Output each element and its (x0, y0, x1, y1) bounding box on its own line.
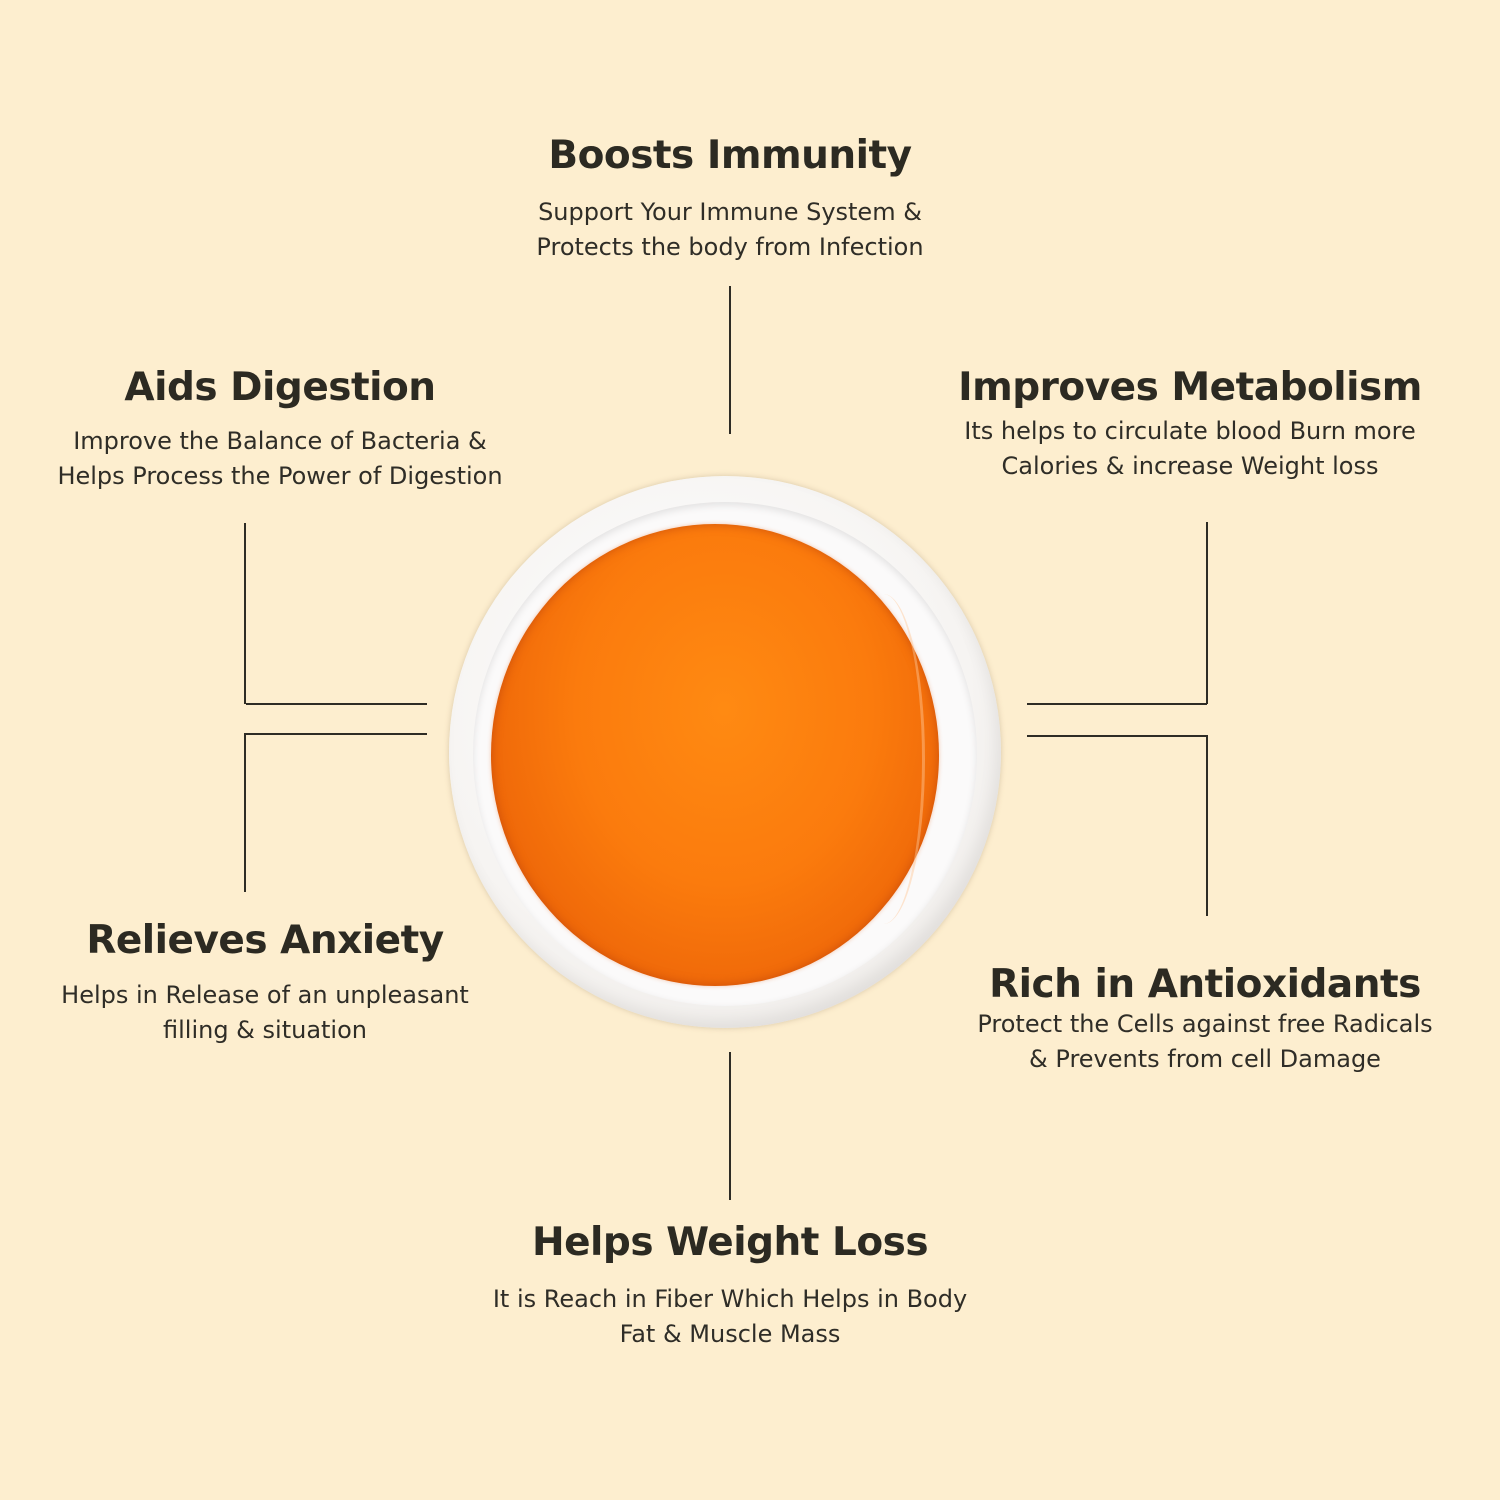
cup-inner-rim (473, 502, 977, 1006)
benefit-improves-metabolism: Improves Metabolism Its helps to circula… (940, 365, 1440, 484)
benefit-description: Protect the Cells against free Radicals … (977, 1010, 1433, 1073)
tea-liquid (491, 524, 939, 986)
benefit-aids-digestion: Aids Digestion Improve the Balance of Ba… (20, 365, 540, 494)
benefit-description: Support Your Immune System & Protects th… (536, 198, 924, 261)
benefit-title: Aids Digestion (124, 365, 436, 410)
benefit-title: Relieves Anxiety (86, 918, 444, 963)
connector-line-upper-right-horizontal (1027, 703, 1207, 705)
connector-line-lower-left-horizontal (246, 733, 427, 735)
connector-line-lower-right-horizontal (1027, 735, 1207, 737)
connector-line-lower-right-vertical (1206, 735, 1208, 916)
benefit-title: Helps Weight Loss (531, 1220, 929, 1265)
benefit-description: It is Reach in Fiber Which Helps in Body… (492, 1285, 968, 1348)
connector-line-bottom (729, 1052, 731, 1200)
tea-cup-image (449, 476, 1001, 1028)
benefit-description: Its helps to circulate blood Burn more C… (964, 417, 1416, 480)
tea-reflection (842, 594, 925, 924)
benefit-rich-in-antioxidants: Rich in Antioxidants Protect the Cells a… (935, 962, 1475, 1077)
benefit-description: Improve the Balance of Bacteria & Helps … (57, 427, 503, 490)
benefit-description: Helps in Release of an unpleasant fillin… (61, 981, 469, 1044)
connector-line-upper-left-horizontal (246, 703, 427, 705)
connector-line-lower-left-vertical (244, 733, 246, 892)
benefit-helps-weight-loss: Helps Weight Loss It is Reach in Fiber W… (460, 1220, 1000, 1352)
benefit-boosts-immunity: Boosts Immunity Support Your Immune Syst… (480, 133, 980, 265)
connector-line-upper-left-vertical (244, 523, 246, 704)
benefit-title: Improves Metabolism (958, 365, 1422, 410)
benefit-relieves-anxiety: Relieves Anxiety Helps in Release of an … (20, 918, 510, 1048)
benefit-title: Boosts Immunity (548, 133, 912, 178)
connector-line-top (729, 286, 731, 434)
connector-line-upper-right-vertical (1206, 522, 1208, 704)
benefit-title: Rich in Antioxidants (989, 962, 1421, 1007)
